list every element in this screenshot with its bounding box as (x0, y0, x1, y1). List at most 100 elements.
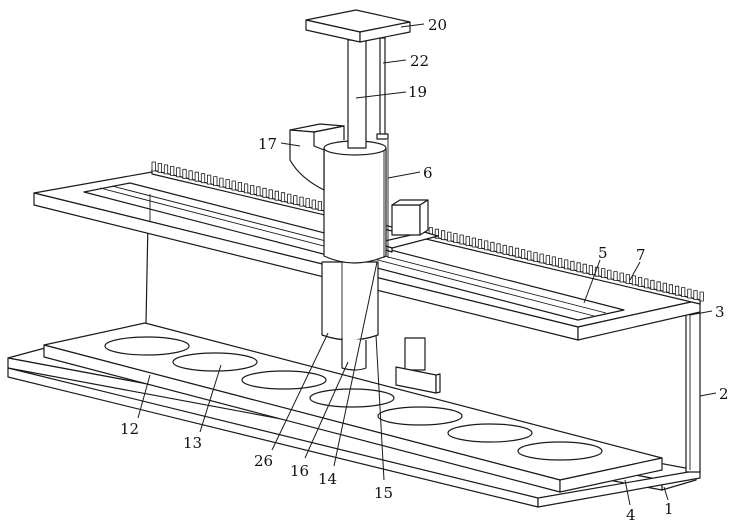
mold-hole (104, 336, 190, 356)
rack-tooth (675, 285, 680, 296)
rack-tooth (256, 186, 261, 197)
rack-tooth (619, 272, 624, 283)
feed-hopper (289, 123, 345, 191)
label-19: 19 (408, 83, 427, 101)
mold-hole (447, 423, 533, 443)
rack-tooth (533, 252, 538, 263)
rack-tooth (459, 234, 464, 245)
callout-labels: 20 22 19 17 6 5 7 3 2 1 4 12 13 26 16 14… (120, 16, 729, 524)
rack-tooth (170, 165, 175, 176)
rack-tooth (625, 274, 630, 284)
motor (391, 204, 421, 236)
rack-tooth (564, 259, 569, 270)
rack-tooth (613, 271, 618, 282)
rack-tooth (262, 187, 267, 198)
mold-hole (241, 370, 327, 390)
mold-hole (377, 406, 463, 426)
rack-tooth (243, 183, 249, 194)
rack-tooth (687, 288, 692, 299)
rack-tooth (490, 241, 495, 252)
rack-tooth (213, 176, 218, 187)
label-7: 7 (636, 246, 646, 264)
rack-tooth (447, 231, 452, 242)
label-2: 2 (719, 385, 729, 403)
rack-tooth (576, 262, 581, 273)
rack-tooth (638, 276, 643, 287)
rack-tooth (188, 170, 193, 181)
mold-hole (309, 388, 395, 408)
rack-tooth (200, 173, 206, 184)
rack-tooth (607, 269, 612, 280)
rack-tooth (601, 268, 606, 279)
rack-tooth (502, 244, 507, 255)
label-13: 13 (183, 434, 202, 452)
rack-tooth (471, 237, 477, 248)
rack-tooth (662, 282, 667, 293)
rack-tooth (440, 230, 446, 241)
leader-lines (137, 23, 717, 506)
rack-tooth (631, 275, 637, 286)
label-22: 22 (410, 52, 429, 70)
rack-tooth (656, 281, 661, 292)
mold-holes (104, 336, 603, 461)
rack-tooth (582, 263, 587, 274)
rack-tooth (514, 247, 520, 258)
label-6: 6 (423, 164, 433, 182)
rack-tooth (453, 233, 458, 244)
rack-tooth (539, 253, 544, 264)
label-15: 15 (374, 484, 393, 502)
rack-tooth (681, 287, 686, 298)
rack-tooth (250, 184, 255, 195)
rack-tooth (280, 192, 286, 203)
support-posts (145, 221, 701, 473)
rack-tooth (570, 260, 575, 271)
rack-tooth (465, 236, 470, 246)
rack-tooth (237, 181, 242, 192)
rack-tooth (644, 278, 649, 289)
rack-tooth (558, 257, 563, 268)
rack-tooth (194, 171, 199, 182)
rack-tooth (699, 291, 704, 302)
rack-tooth (268, 189, 273, 200)
rack-tooth (434, 228, 440, 239)
rack-tooth (551, 256, 557, 267)
rack-tooth (305, 198, 310, 208)
rack-tooth (650, 279, 655, 290)
rack-tooth (317, 200, 323, 211)
label-26: 26 (254, 452, 273, 470)
label-1: 1 (664, 500, 674, 518)
rack-tooth (219, 177, 224, 188)
rack-tooth (693, 290, 698, 300)
rack-tooth (496, 243, 501, 254)
rack-tooth (668, 284, 674, 295)
rack-tooth (287, 193, 292, 204)
rack-tooth (521, 249, 526, 260)
rack-tooth (151, 161, 156, 172)
rack-tooth (484, 240, 489, 251)
rack-tooth (299, 196, 304, 207)
rack-tooth (588, 265, 594, 276)
rack-tooth (206, 174, 212, 185)
base-plate-edge (7, 367, 701, 508)
rack-tooth (508, 246, 513, 257)
rack-tooth (157, 163, 162, 173)
rack-tooth (274, 190, 279, 201)
label-3: 3 (715, 303, 725, 321)
rack-tooth (293, 195, 298, 206)
bracket-block (395, 337, 441, 394)
top-plate (305, 9, 411, 43)
label-14: 14 (318, 470, 337, 488)
rack-tooth (231, 180, 236, 191)
rack-tooth (182, 168, 187, 179)
rack-tooth (311, 199, 316, 210)
cylinder-housing (323, 140, 389, 264)
label-5: 5 (598, 244, 608, 262)
rack-tooth (477, 238, 483, 249)
rack-tooth (176, 167, 181, 178)
mold-hole (172, 352, 258, 372)
vertical-column (347, 39, 367, 149)
label-12: 12 (120, 420, 139, 438)
lower-sleeve (321, 261, 379, 371)
rack-tooth (163, 164, 169, 175)
carriage (375, 199, 439, 253)
